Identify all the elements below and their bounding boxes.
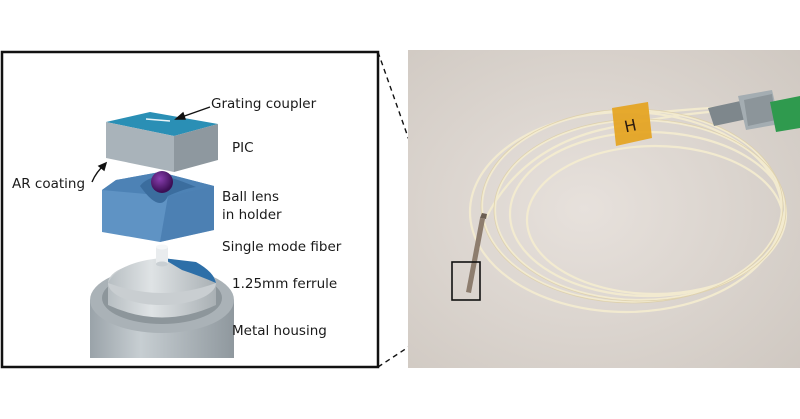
tape-label: H xyxy=(612,102,652,146)
highlight-box xyxy=(451,261,481,301)
fiber-stub-shape xyxy=(156,244,168,267)
photo-ferrule xyxy=(466,213,487,293)
label-ball-lens-2: in holder xyxy=(222,207,282,223)
label-ar-coating: AR coating xyxy=(12,176,85,192)
label-grating-coupler: Grating coupler xyxy=(211,96,317,112)
label-pic: PIC xyxy=(232,140,254,156)
label-ball-lens-1: Ball lens xyxy=(222,189,279,205)
label-arrows xyxy=(91,106,211,183)
label-single-mode-fiber: Single mode fiber xyxy=(222,239,342,255)
fc-connector xyxy=(708,90,800,132)
label-metal-housing: Metal housing xyxy=(232,323,327,339)
tape-mark: H xyxy=(623,115,639,136)
ferrule-shape xyxy=(108,258,216,318)
photo-panel: H xyxy=(408,50,800,368)
pic-block-shape xyxy=(106,112,218,172)
lens-holder-shape xyxy=(102,172,214,242)
ball-lens-shape xyxy=(151,171,173,193)
diagram-panel: Grating coupler PIC AR coating Ball lens… xyxy=(0,50,380,369)
label-ferrule: 1.25mm ferrule xyxy=(232,276,337,292)
